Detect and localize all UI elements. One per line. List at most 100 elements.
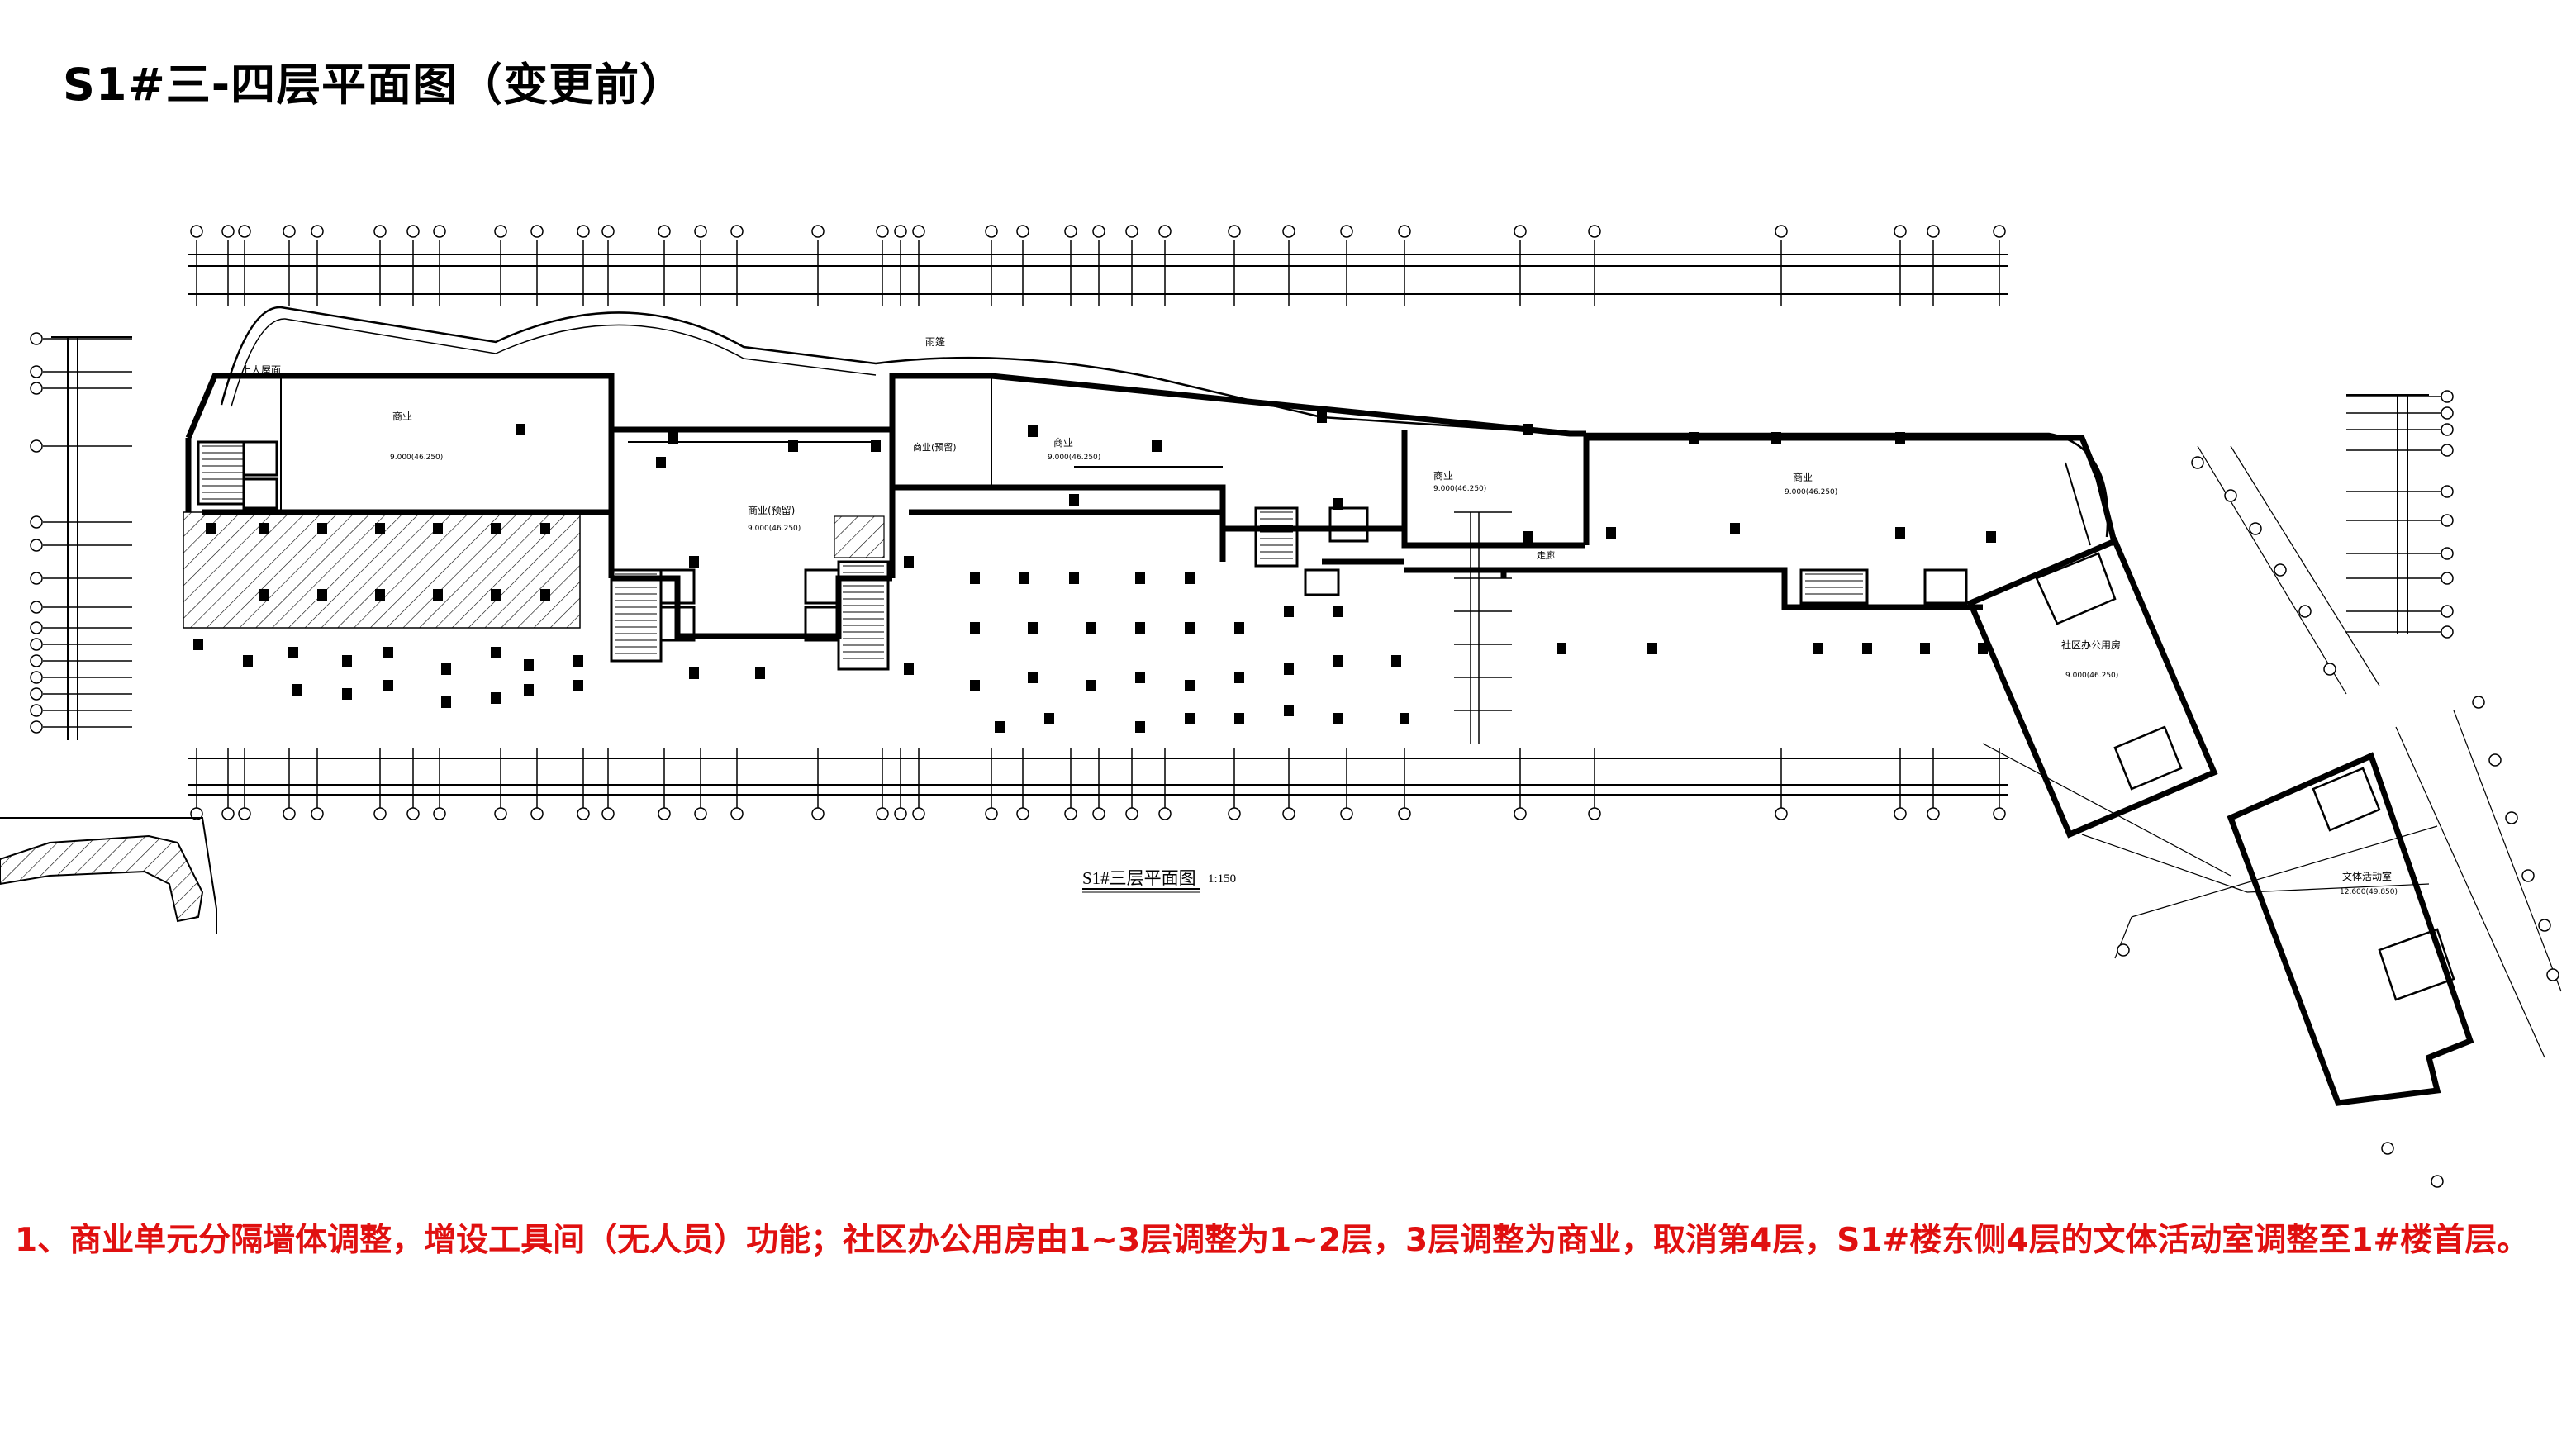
column <box>441 663 451 675</box>
label-office-elev: 9.000(46.250) <box>2065 672 2118 680</box>
column <box>1069 572 1079 584</box>
axis-bubble <box>1398 807 1411 820</box>
column <box>970 680 980 691</box>
axis-bubble <box>601 225 615 238</box>
top-axis-bubbles <box>190 225 2006 238</box>
axis-bubble <box>311 225 324 238</box>
axis-bubble <box>1016 807 1029 820</box>
axis-bubble <box>30 332 43 345</box>
axis-bubble <box>30 720 43 734</box>
axis-bubble <box>2472 696 2485 709</box>
column <box>433 523 443 534</box>
axis-bubble <box>985 807 998 820</box>
column <box>871 440 881 452</box>
axis-bubble <box>1993 225 2006 238</box>
axis-bubble <box>2191 456 2204 469</box>
axis-bubble <box>1993 807 2006 820</box>
axis-bubble <box>658 807 671 820</box>
axis-bubble <box>373 225 387 238</box>
label-corridor: 走廊 <box>1537 549 1555 561</box>
column <box>1895 527 1905 539</box>
axis-bubble <box>1340 807 1353 820</box>
column <box>995 721 1005 733</box>
page-title: S1#三-四层平面图（变更前） <box>63 59 686 111</box>
axis-bubble <box>2505 811 2518 824</box>
label-shop5: 商业 <box>1433 469 1453 482</box>
column <box>375 523 385 534</box>
column <box>491 589 501 601</box>
axis-bubble <box>876 807 889 820</box>
axis-bubble <box>730 225 744 238</box>
column <box>1086 622 1096 634</box>
column <box>1185 713 1195 724</box>
axis-bubble <box>1092 807 1105 820</box>
column <box>1185 680 1195 691</box>
axis-bubble <box>530 225 544 238</box>
column <box>1284 606 1294 617</box>
axis-bubble <box>283 807 296 820</box>
axis-bubble <box>1228 225 1241 238</box>
column <box>1019 572 1029 584</box>
axis-bubble <box>1282 225 1295 238</box>
axis-bubble <box>2117 943 2130 957</box>
axis-bubble <box>2298 605 2312 618</box>
column <box>668 432 678 444</box>
column <box>689 667 699 679</box>
column <box>1986 531 1996 543</box>
column <box>433 589 443 601</box>
column <box>524 684 534 696</box>
axis-bubble <box>530 807 544 820</box>
column <box>1069 494 1079 506</box>
column <box>1813 643 1823 654</box>
column <box>1185 572 1195 584</box>
column <box>1152 440 1162 452</box>
column <box>1391 655 1401 667</box>
column <box>1028 672 1038 683</box>
label-shop2: 商业(预留) <box>748 504 795 516</box>
axis-bubble <box>1125 225 1138 238</box>
axis-bubble <box>1775 807 1788 820</box>
axis-bubble <box>30 601 43 614</box>
axis-bubble <box>811 807 825 820</box>
column <box>540 589 550 601</box>
axis-bubble <box>1158 807 1172 820</box>
column <box>375 589 385 601</box>
column <box>1523 531 1533 543</box>
axis-bubble <box>1775 225 1788 238</box>
axis-bubble <box>658 225 671 238</box>
column <box>1606 527 1616 539</box>
column <box>491 692 501 704</box>
column <box>1557 643 1566 654</box>
axis-bubble <box>985 225 998 238</box>
axis-bubble <box>2249 522 2262 535</box>
axis-bubble <box>2441 547 2454 560</box>
column <box>540 523 550 534</box>
column <box>288 647 298 658</box>
axis-bubble <box>2323 663 2336 676</box>
label-activity-elev: 12.600(49.850) <box>2340 888 2398 896</box>
room-labels: 上人屋面 雨篷 商业 9.000(46.250) 商业(预留) 9.000(46… <box>241 335 2398 896</box>
column <box>1086 680 1096 691</box>
column <box>491 647 501 658</box>
axis-bubble <box>2381 1142 2394 1155</box>
axis-bubble <box>30 621 43 634</box>
column <box>1978 643 1988 654</box>
stair-cores <box>197 440 1968 671</box>
column <box>904 663 914 675</box>
column <box>1044 713 1054 724</box>
axis-bubble <box>2441 514 2454 527</box>
column <box>1234 622 1244 634</box>
label-shop3: 商业(预留) <box>913 441 957 453</box>
change-note: 1、商业单元分隔墙体调整，增设工具间（无人员）功能；社区办公用房由1~3层调整为… <box>15 1222 2530 1259</box>
axis-bubble <box>1514 225 1527 238</box>
axis-bubble <box>311 807 324 820</box>
drawing-scale: 1:150 <box>1208 872 1236 886</box>
axis-bubble <box>1514 807 1527 820</box>
axis-bubble <box>912 807 925 820</box>
axis-bubble <box>1927 807 1940 820</box>
column <box>970 622 980 634</box>
column <box>383 680 393 691</box>
axis-bubble <box>406 225 420 238</box>
axis-bubble <box>1588 807 1601 820</box>
